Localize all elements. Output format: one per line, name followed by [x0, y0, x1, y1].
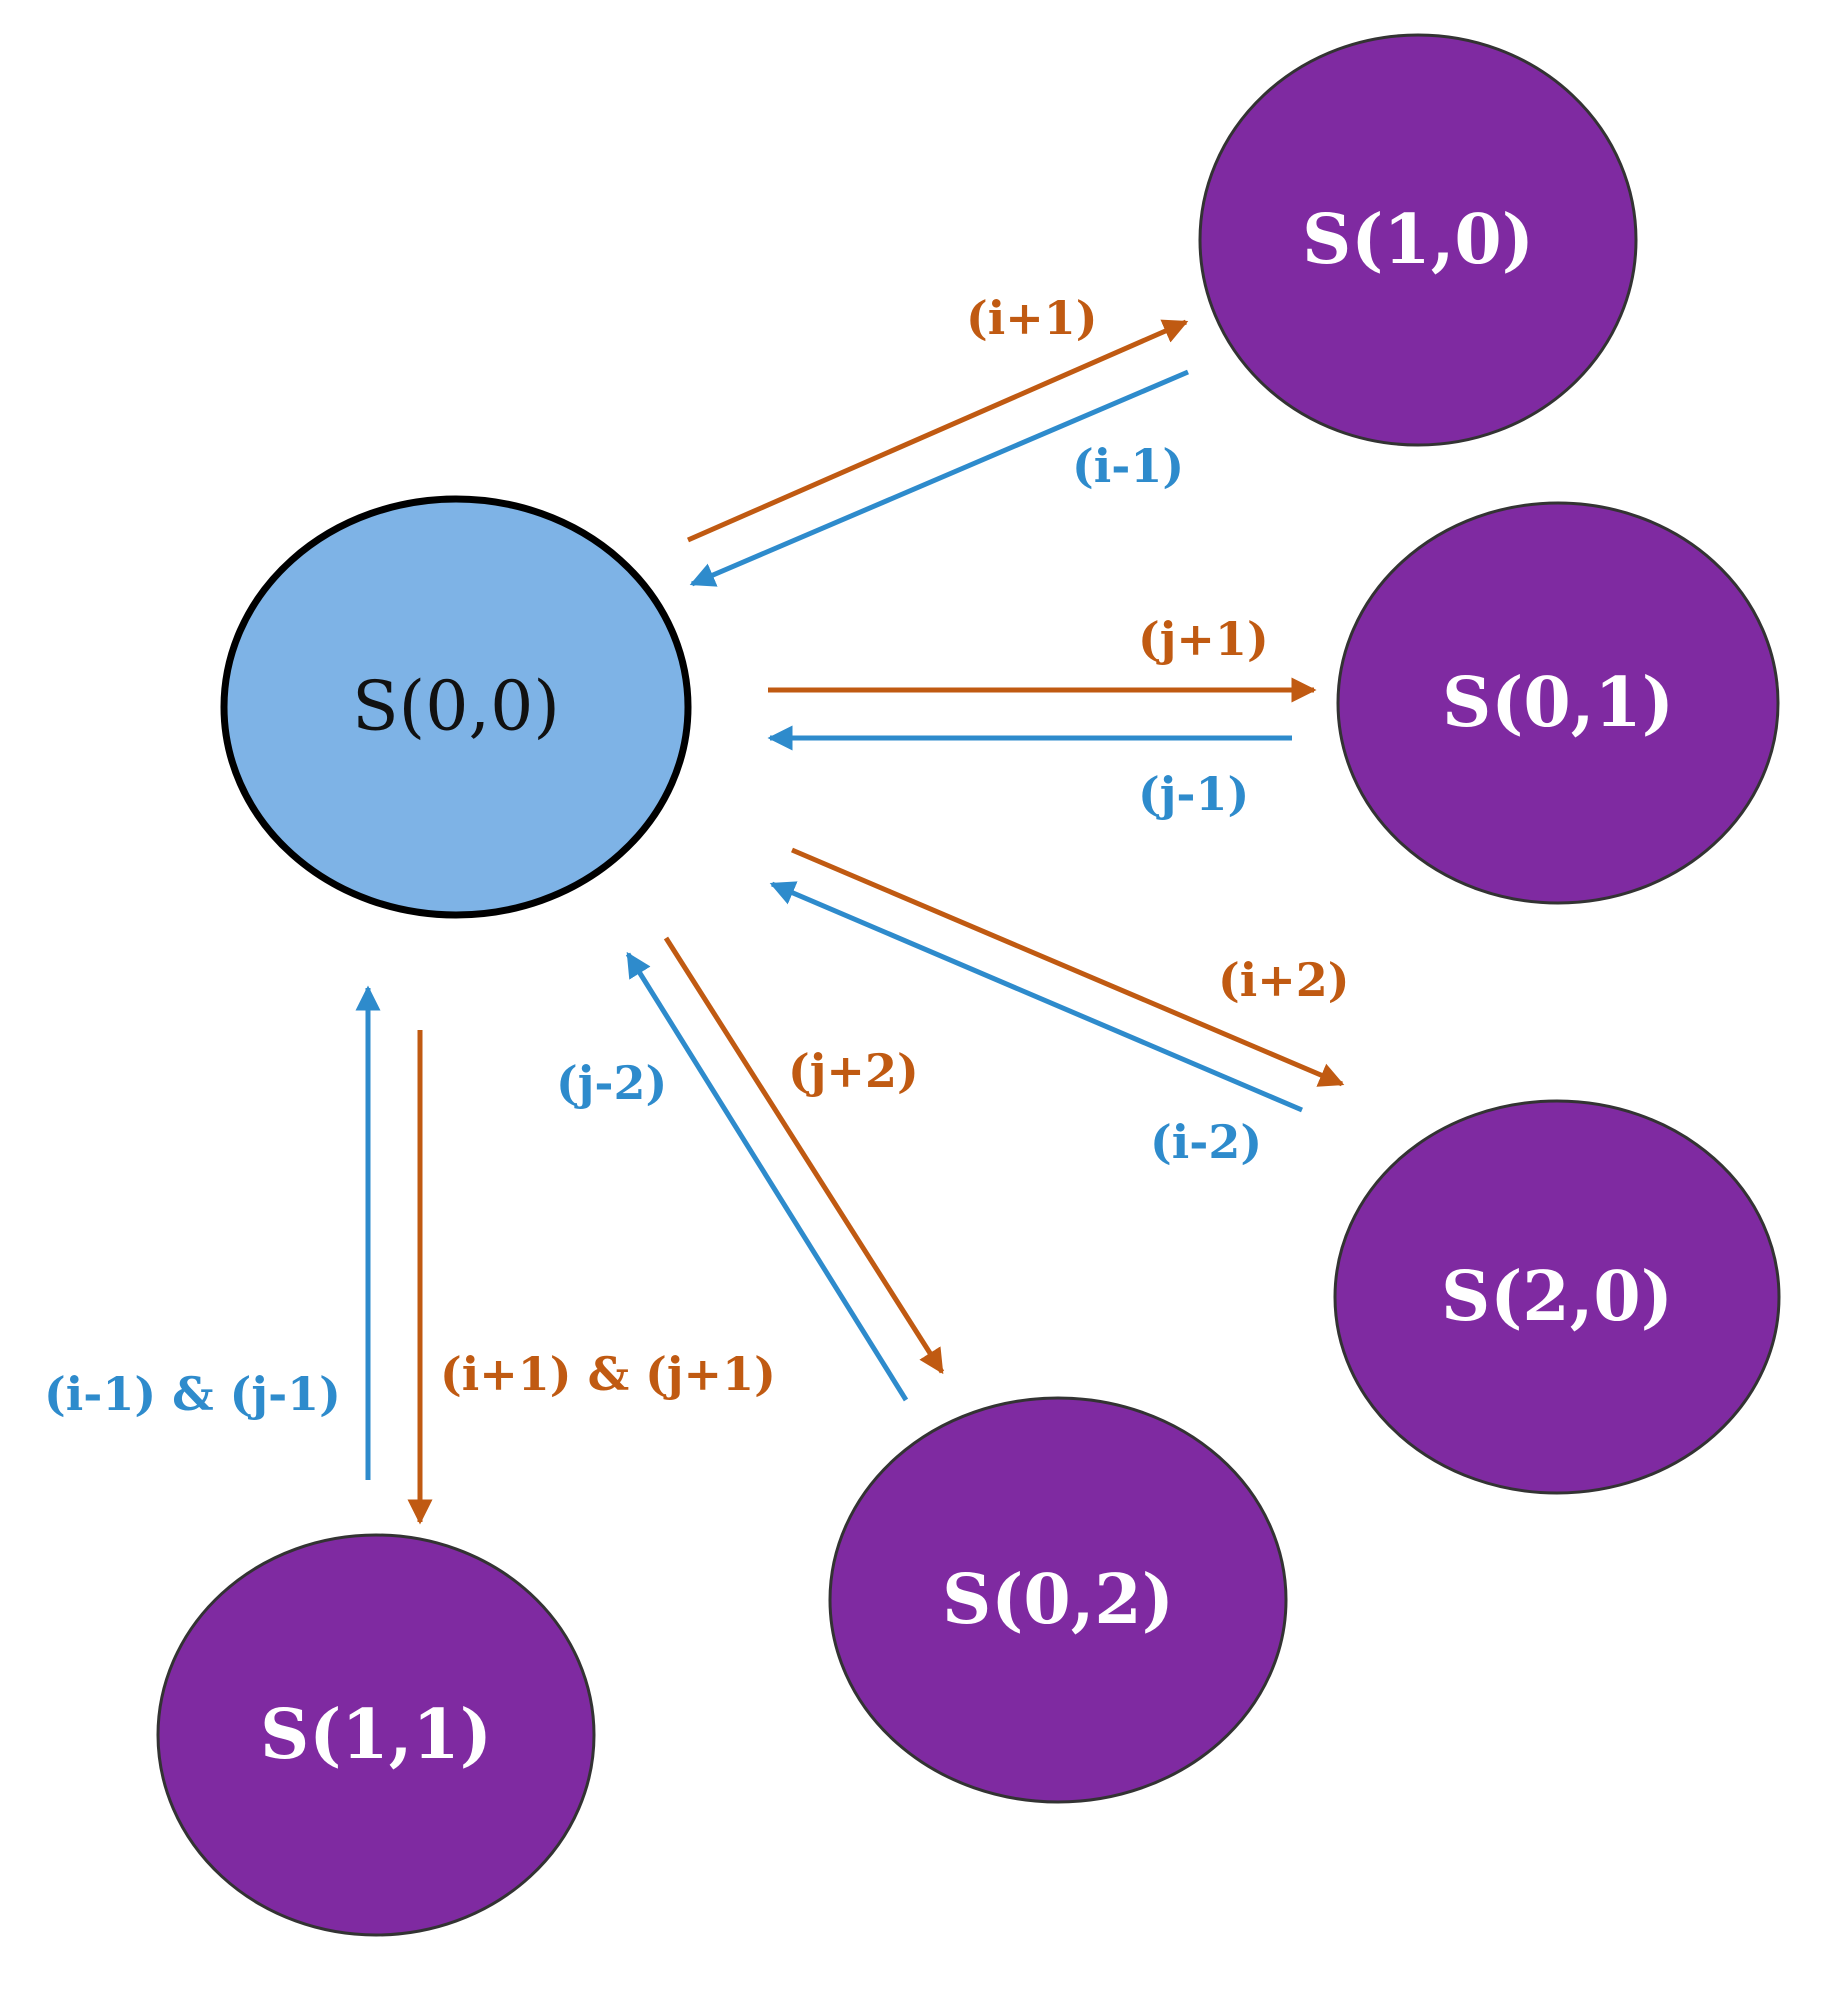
- node-s10: [1198, 33, 1638, 447]
- node-s01-label: S(0,1): [1442, 663, 1674, 743]
- node-s00-label: S(0,0): [352, 668, 560, 747]
- label-j-minus-1: (j-1): [1138, 767, 1249, 821]
- node-s01: [1336, 501, 1780, 905]
- node-s10-label: S(1,0): [1302, 200, 1534, 280]
- arrow-i-minus-1: [689, 369, 1189, 587]
- label-i-plus-2: (i+2): [1218, 953, 1350, 1007]
- label-j-minus-2: (j-2): [556, 1056, 667, 1110]
- arrow-i-minus-2: [769, 881, 1303, 1113]
- label-ij-plus-1: (i+1) & (j+1): [440, 1347, 776, 1401]
- label-i-minus-2: (i-2): [1150, 1115, 1262, 1169]
- arrow-i-plus-1: [686, 319, 1189, 543]
- node-s20-label: S(2,0): [1441, 1257, 1673, 1337]
- label-i-minus-1: (i-1): [1072, 439, 1184, 493]
- node-s20: [1333, 1099, 1781, 1495]
- node-s00: [220, 495, 692, 919]
- label-i-plus-1: (i+1): [966, 291, 1098, 345]
- arrow-j-plus-2: [663, 936, 945, 1375]
- arrow-j-minus-2: [625, 951, 909, 1402]
- label-ij-minus-1: (i-1) & (j-1): [44, 1367, 341, 1421]
- label-j-plus-1: (j+1): [1138, 612, 1269, 666]
- node-s11-label: S(1,1): [260, 1695, 492, 1775]
- node-s02-label: S(0,2): [942, 1560, 1174, 1640]
- node-s11: [156, 1533, 596, 1937]
- label-j-plus-2: (j+2): [788, 1044, 919, 1098]
- node-s02: [828, 1396, 1288, 1804]
- arrow-i-plus-2: [791, 847, 1345, 1087]
